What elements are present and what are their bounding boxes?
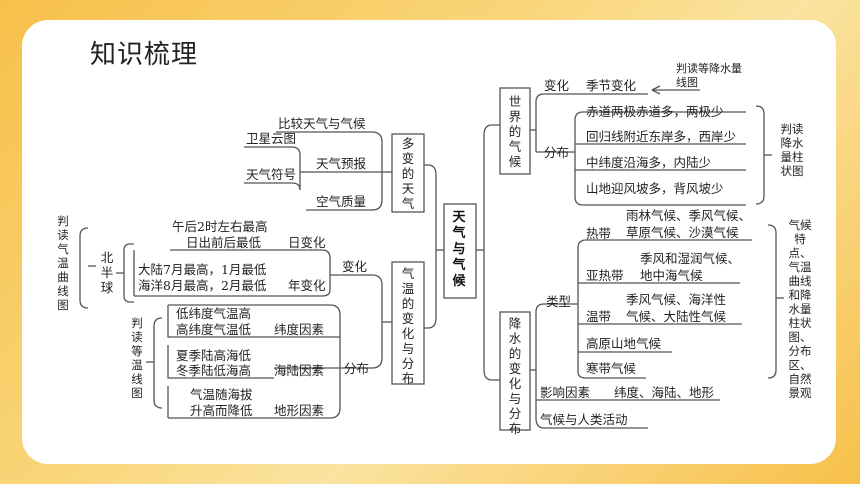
human-activity: 气候与人类活动: [540, 412, 628, 427]
world-climate-label: 世界的气候: [508, 94, 522, 169]
tropical-line-2: 草原气候、沙漠气候: [626, 225, 739, 240]
temp-curve-note: 判读气温曲线图: [57, 214, 69, 312]
lat-line-1: 低纬度气温高: [176, 306, 252, 321]
annual-line-2: 海洋8月最高，2月最低: [138, 278, 267, 293]
temperature-branch-label: 气温的变化与分布: [401, 266, 415, 386]
zone-temperate: 温带: [586, 309, 612, 324]
terrain-line-2: 升高而降低: [190, 403, 253, 418]
temperate-line-2: 气候、大陆性气候: [626, 309, 727, 324]
world-climate-box: [499, 87, 531, 175]
temp-change-label: 变化: [342, 259, 368, 274]
lat-line-2: 高纬度气温低: [176, 322, 252, 337]
weather-item-forecast: 天气预报: [316, 156, 367, 171]
lat-label: 纬度因素: [274, 322, 325, 337]
landsea-label: 海陆因素: [274, 363, 325, 378]
precip-bar-note: 判读降水量柱状图: [780, 122, 804, 178]
daily-line-1: 午后2时左右最高: [172, 219, 268, 234]
precip-branch-label: 降水的变化与分布: [508, 316, 522, 436]
daily-line-2: 日出前后最低: [186, 235, 262, 250]
annual-label: 年变化: [288, 278, 326, 293]
dist-item-1: 赤道两极赤道多，两极少: [586, 104, 724, 119]
subtropical-line-1: 季风和湿润气候、: [640, 251, 741, 266]
world-distribution-label: 分布: [544, 145, 570, 160]
zone-tropical: 热带: [586, 226, 612, 241]
types-label: 类型: [546, 294, 572, 309]
terrain-label: 地形因素: [274, 403, 325, 418]
daily-label: 日变化: [288, 235, 326, 250]
polar-climate: 寒带气候: [586, 361, 637, 376]
isotherm-note: 判读等温线图: [131, 316, 143, 400]
page-title: 知识梳理: [90, 40, 199, 70]
landsea-line-1: 夏季陆高海低: [176, 348, 252, 363]
climate-feature-note: 气候特点、气温曲线和降水量柱状图、分布区、自然景观: [788, 218, 812, 400]
content-card: [22, 20, 836, 464]
season-change: 季节变化: [586, 78, 637, 93]
factors-label: 影响因素: [540, 385, 591, 400]
dist-item-3: 中纬度沿海多，内陆少: [586, 155, 712, 170]
factors-value: 纬度、海陆、地形: [614, 385, 715, 400]
landsea-line-2: 冬季陆低海高: [176, 363, 252, 378]
weather-item-compare: 比较天气与气候: [278, 116, 366, 131]
temp-distribution-label: 分布: [344, 361, 370, 376]
isohyet-note: 判读等降水量线图: [676, 62, 742, 89]
precip-box: [499, 311, 531, 431]
highland-climate: 高原山地气候: [586, 336, 662, 351]
center-topic: 天气与气候: [452, 210, 466, 289]
world-change-label: 变化: [544, 78, 570, 93]
annual-line-1: 大陆7月最高，1月最低: [138, 262, 267, 277]
forecast-satellite: 卫星云图: [246, 131, 297, 146]
dist-item-4: 山地迎风坡多，背风坡少: [586, 181, 724, 196]
weather-branch-label: 多变的天气: [401, 136, 415, 211]
hemisphere-label: 北半球: [100, 250, 114, 295]
zone-subtropical: 亚热带: [586, 268, 624, 283]
dist-item-2: 回归线附近东岸多，西岸少: [586, 129, 737, 144]
weather-box: [391, 133, 425, 213]
subtropical-line-2: 地中海气候: [640, 268, 703, 283]
forecast-symbols: 天气符号: [246, 167, 297, 182]
tropical-line-1: 雨林气候、季风气候、: [626, 208, 752, 223]
weather-item-air: 空气质量: [316, 194, 367, 209]
temperate-line-1: 季风气候、海洋性: [626, 292, 727, 307]
temperature-box: [391, 261, 425, 385]
center-box: [443, 203, 477, 299]
terrain-line-1: 气温随海拔: [190, 387, 253, 402]
